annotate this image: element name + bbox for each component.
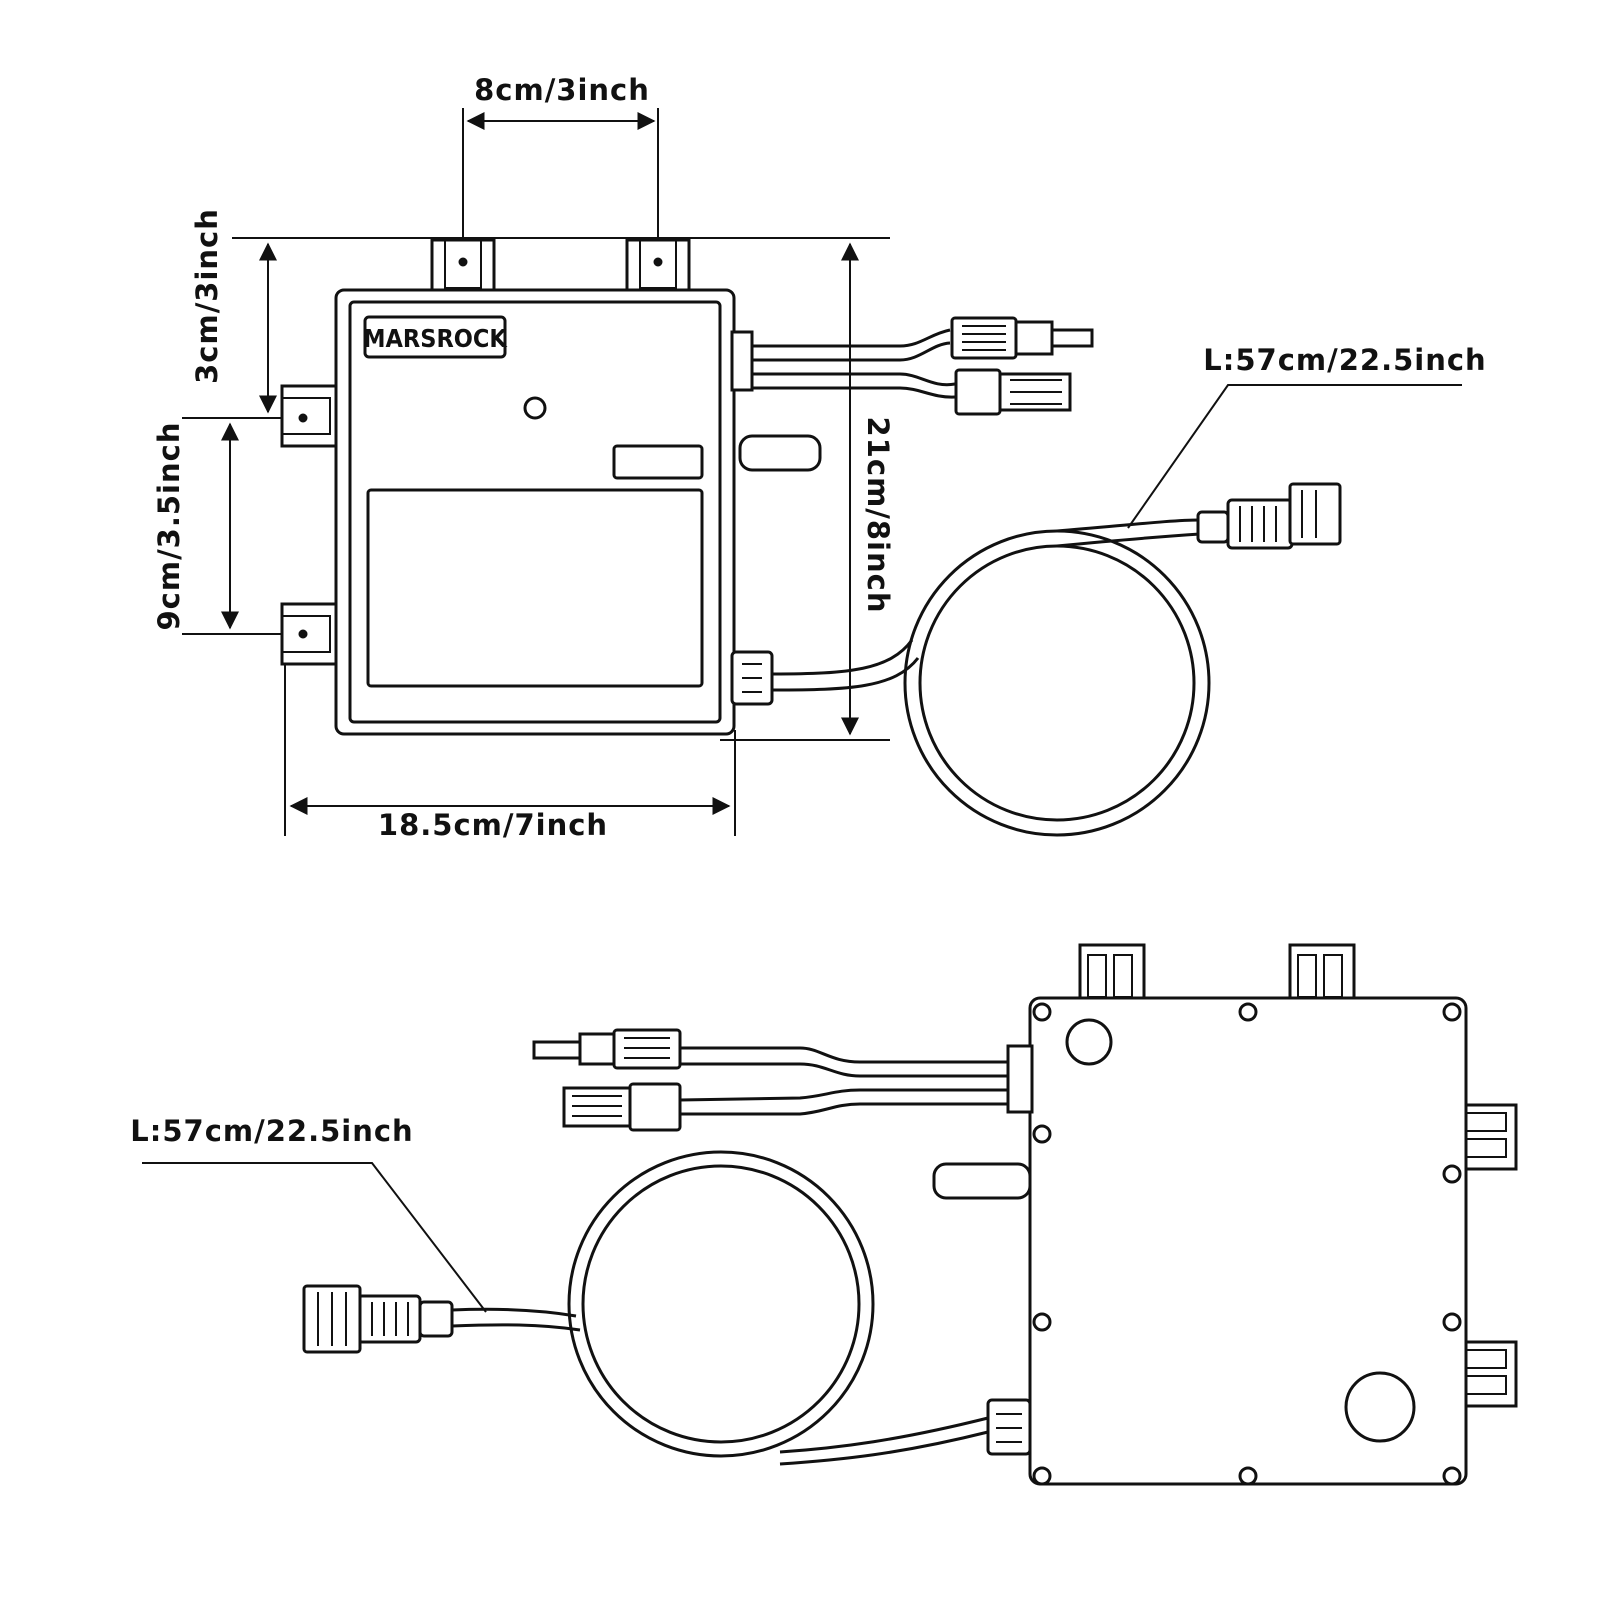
- ac-trunk-connector: [1196, 482, 1342, 550]
- antenna-stub: [738, 434, 822, 472]
- cable-length-leader-top: [1127, 384, 1462, 529]
- vent-port-upper: [1065, 1018, 1113, 1066]
- dc-connector-female: [954, 368, 1072, 416]
- inverter-housing-back: [1028, 996, 1468, 1486]
- antenna-stub-back: [932, 1162, 1032, 1200]
- cable-length-leader-bottom: [142, 1162, 487, 1313]
- top-view-inverter: MARSROCK: [152, 73, 1486, 842]
- vent-port-lower: [1344, 1371, 1416, 1443]
- inverter-inner-outline: [348, 300, 722, 724]
- brand-label: MARSROCK: [363, 315, 508, 359]
- inverter-housing: [334, 288, 736, 736]
- mounting-tab-bottom-right-lower: [1458, 1340, 1518, 1408]
- mounting-tab-bottom-right-upper: [1458, 1103, 1518, 1171]
- bottom-view-inverter: L:57cm/22.5inch: [130, 943, 1518, 1486]
- indicator-window: [612, 444, 704, 480]
- dim-label-side-spacing: 9cm/3.5inch: [152, 422, 186, 631]
- brand-label-text: MARSROCK: [363, 324, 508, 353]
- dim-label-mount-spacing: 8cm/3inch: [474, 73, 650, 107]
- dim-label-top-offset: 3cm/3inch: [190, 208, 224, 384]
- mounting-tab-bottom-top-left: [1078, 943, 1146, 1003]
- dc-connector-female-back: [562, 1082, 682, 1132]
- mounting-tab-left-lower: [280, 602, 346, 666]
- dim-label-height: 21cm/8inch: [861, 417, 895, 614]
- housing-screw-holes: [1032, 1002, 1462, 1486]
- cable-length-label-top: L:57cm/22.5inch: [1203, 343, 1486, 377]
- cable-length-label-bottom: L:57cm/22.5inch: [130, 1114, 413, 1148]
- ac-cable-loop-back: [451, 1150, 989, 1466]
- ac-trunk-connector-back: [302, 1284, 454, 1354]
- dc-cables-back: [679, 1046, 1008, 1116]
- dc-connector-male-back: [532, 1028, 682, 1070]
- dc-cable-gland-back: [1006, 1044, 1034, 1114]
- ac-cable-loop: [771, 518, 1211, 837]
- dc-cable-gland: [730, 330, 754, 392]
- mounting-tab-bottom-top-right: [1288, 943, 1356, 1003]
- status-led: [523, 396, 547, 420]
- dc-cables: [752, 328, 956, 399]
- nameplate-panel: [366, 488, 704, 688]
- dim-label-width: 18.5cm/7inch: [378, 808, 608, 842]
- dc-connector-male: [950, 316, 1094, 360]
